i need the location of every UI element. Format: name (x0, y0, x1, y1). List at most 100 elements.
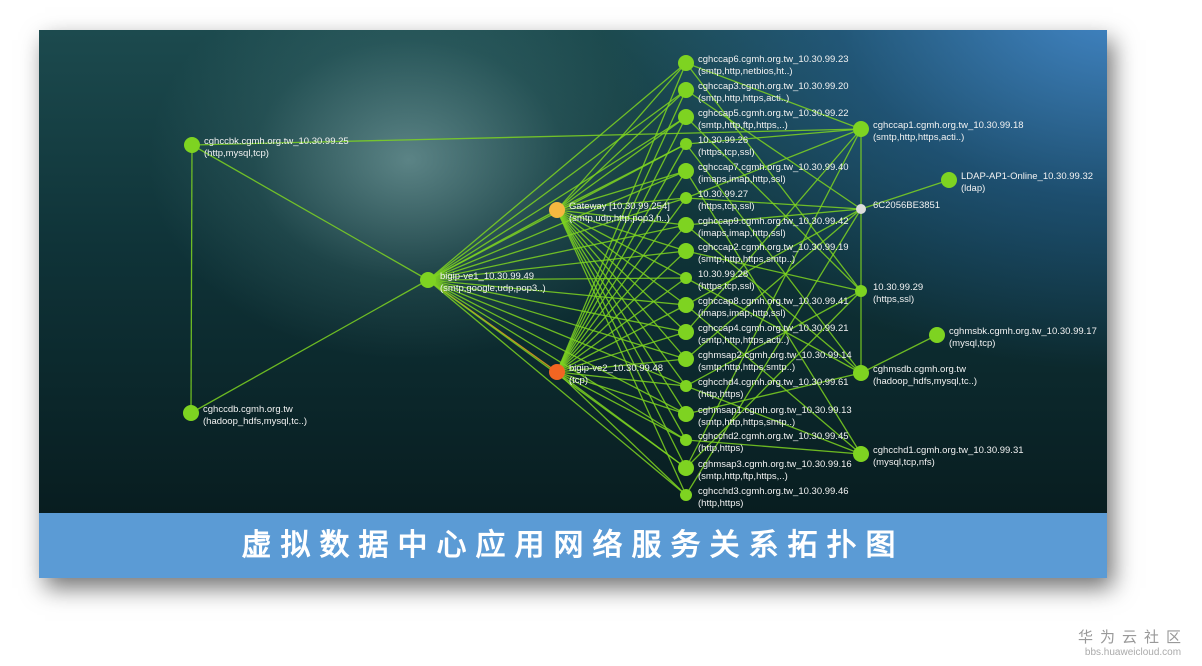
node-cghmsap2[interactable]: cghmsap2.cgmh.org.tw_10.30.99.14(smtp,ht… (678, 350, 852, 373)
node-bigip-ve2[interactable]: bigip-ve2_10.30.99.48(tcp) (549, 363, 663, 386)
node-cghccap6[interactable]: cghccap6.cgmh.org.tw_10.30.99.23(smtp,ht… (678, 54, 849, 77)
node-services: (imaps,imap,http,ssl) (698, 308, 786, 319)
node-cghccdb[interactable]: cghccdb.cgmh.org.tw(hadoop_hdfs,mysql,tc… (183, 404, 307, 427)
node-gateway[interactable]: Gateway [10.30.99.254](smtp,udp,http,pop… (549, 201, 670, 224)
edge-cghccap9-hub (685, 208, 862, 226)
node-circle[interactable] (678, 243, 694, 259)
node-cghccap5[interactable]: cghccap5.cgmh.org.tw_10.30.99.22(smtp,ht… (678, 108, 849, 131)
node-circle[interactable] (184, 137, 200, 153)
edge-bigip-ve2-cghmsap2 (556, 358, 687, 373)
node-circle[interactable] (853, 446, 869, 462)
node-circle[interactable] (856, 204, 866, 214)
node-cghmsap3[interactable]: cghmsap3.cgmh.org.tw_10.30.99.16(smtp,ht… (678, 459, 852, 482)
topology-canvas: cghccbk.cgmh.org.tw_10.30.99.25(http,mys… (39, 30, 1107, 513)
node-cghcchd3[interactable]: cghcchd3.cgmh.org.tw_10.30.99.46(http,ht… (680, 486, 849, 509)
node-cghcchd4[interactable]: cghcchd4.cgmh.org.tw_10.30.99.61(http,ht… (680, 377, 849, 400)
edge-bigip-ve1-cghcchd3 (427, 279, 687, 496)
node-cghccap8[interactable]: cghccap8.cgmh.org.tw_10.30.99.41(imaps,i… (678, 296, 849, 319)
node-ip28[interactable]: 10.30.99.28(https,tcp,ssl) (680, 269, 755, 292)
node-ip26[interactable]: 10.30.99.26(https,tcp,ssl) (680, 135, 755, 158)
node-cghmsap1[interactable]: cghmsap1.cgmh.org.tw_10.30.99.13(smtp,ht… (678, 405, 852, 428)
node-services: (http,mysql,tcp) (204, 148, 269, 159)
node-services: (http,https) (698, 498, 743, 509)
node-ip29[interactable]: 10.30.99.29(https,ssl) (855, 282, 923, 305)
node-circle[interactable] (678, 297, 694, 313)
node-name: cghccdb.cgmh.org.tw (203, 404, 293, 415)
edge-cghccap4-cghccap1 (685, 128, 862, 333)
node-ldap[interactable]: LDAP-AP1-Online_10.30.99.32(ldap) (941, 171, 1093, 194)
node-services: (hadoop_hdfs,mysql,tc..) (873, 376, 977, 387)
node-cghmsdb[interactable]: cghmsdb.cgmh.org.tw(hadoop_hdfs,mysql,tc… (853, 364, 977, 387)
node-services: (https,tcp,ssl) (698, 147, 755, 158)
node-services: (smtp,google,udp,pop3..) (440, 283, 546, 294)
node-name: cghccbk.cgmh.org.tw_10.30.99.25 (204, 136, 349, 147)
edge-cghcchd4-cghcchd1 (685, 385, 862, 455)
node-circle[interactable] (678, 324, 694, 340)
edge-bigip-ve1-cghcchd2 (427, 279, 687, 441)
node-circle[interactable] (678, 351, 694, 367)
edge-cghcchd4-ip29 (685, 290, 862, 387)
node-services: (smtp,udp,http,pop3,h..) (569, 213, 670, 224)
edge-bigip-ve2-ip28 (556, 277, 687, 373)
edge-bigip-ve1-ip28 (427, 277, 687, 281)
node-name: cghccap9.cgmh.org.tw_10.30.99.42 (698, 216, 849, 227)
node-name: 10.30.99.27 (698, 189, 748, 200)
node-circle[interactable] (855, 285, 867, 297)
node-name: 10.30.99.28 (698, 269, 748, 280)
node-services: (mysql,tcp,nfs) (873, 457, 935, 468)
node-cghccap1[interactable]: cghccap1.cgmh.org.tw_10.30.99.18(smtp,ht… (853, 120, 1024, 143)
node-circle[interactable] (680, 489, 692, 501)
node-name: cghcchd4.cgmh.org.tw_10.30.99.61 (698, 377, 849, 388)
node-circle[interactable] (941, 172, 957, 188)
topology-figure: cghccbk.cgmh.org.tw_10.30.99.25(http,mys… (39, 30, 1107, 578)
edge-bigip-ve1-cghccap4 (427, 279, 687, 333)
node-bigip-ve1[interactable]: bigip-ve1_10.30.99.49(smtp,google,udp,po… (420, 271, 546, 294)
node-circle[interactable] (549, 364, 565, 380)
node-circle[interactable] (183, 405, 199, 421)
node-name: cghccap8.cgmh.org.tw_10.30.99.41 (698, 296, 849, 307)
node-name: cghcchd1.cgmh.org.tw_10.30.99.31 (873, 445, 1024, 456)
node-cghccap2[interactable]: cghccap2.cgmh.org.tw_10.30.99.19(smtp,ht… (678, 242, 849, 265)
node-services: (smtp,http,ftp,https,..) (698, 471, 788, 482)
node-circle[interactable] (678, 163, 694, 179)
node-circle[interactable] (678, 109, 694, 125)
node-circle[interactable] (680, 138, 692, 150)
node-hub[interactable]: 6C2056BE3851 (856, 200, 940, 214)
node-cghcchd2[interactable]: cghcchd2.cgmh.org.tw_10.30.99.45(http,ht… (680, 431, 849, 454)
node-circle[interactable] (853, 365, 869, 381)
node-circle[interactable] (680, 192, 692, 204)
node-name: cghmsap1.cgmh.org.tw_10.30.99.13 (698, 405, 852, 416)
node-circle[interactable] (678, 82, 694, 98)
node-circle[interactable] (680, 380, 692, 392)
node-circle[interactable] (929, 327, 945, 343)
edge-cghcchd2-cghcchd1 (685, 439, 862, 455)
node-services: (https,tcp,ssl) (698, 201, 755, 212)
node-services: (smtp,http,https,acti..) (873, 132, 964, 143)
node-cghccap4[interactable]: cghccap4.cgmh.org.tw_10.30.99.21(smtp,ht… (678, 323, 849, 346)
node-circle[interactable] (549, 202, 565, 218)
node-services: (smtp,http,https,smtp..) (698, 417, 795, 428)
node-name: cghmsap2.cgmh.org.tw_10.30.99.14 (698, 350, 852, 361)
edge-cghccap3-hub (685, 89, 862, 210)
node-ip27[interactable]: 10.30.99.27(https,tcp,ssl) (680, 189, 755, 212)
node-cghccap3[interactable]: cghccap3.cgmh.org.tw_10.30.99.20(smtp,ht… (678, 81, 849, 104)
node-circle[interactable] (420, 272, 436, 288)
node-cghccbk[interactable]: cghccbk.cgmh.org.tw_10.30.99.25(http,mys… (184, 136, 349, 159)
node-circle[interactable] (678, 217, 694, 233)
node-services: (smtp,http,https,smtp..) (698, 254, 795, 265)
node-cghccap9[interactable]: cghccap9.cgmh.org.tw_10.30.99.42(imaps,i… (678, 216, 849, 239)
node-name: cghccap4.cgmh.org.tw_10.30.99.21 (698, 323, 849, 334)
node-circle[interactable] (678, 55, 694, 71)
node-cghmsbk[interactable]: cghmsbk.cgmh.org.tw_10.30.99.17(mysql,tc… (929, 326, 1097, 349)
node-circle[interactable] (678, 460, 694, 476)
node-circle[interactable] (680, 272, 692, 284)
node-circle[interactable] (678, 406, 694, 422)
node-name: cghccap2.cgmh.org.tw_10.30.99.19 (698, 242, 849, 253)
node-circle[interactable] (853, 121, 869, 137)
node-circle[interactable] (680, 434, 692, 446)
edge-bigip-ve2-cghcchd3 (556, 371, 687, 496)
node-cghccap7[interactable]: cghccap7.cgmh.org.tw_10.30.99.40(imaps,i… (678, 162, 849, 185)
node-cghcchd1[interactable]: cghcchd1.cgmh.org.tw_10.30.99.31(mysql,t… (853, 445, 1024, 468)
node-name: cghccap3.cgmh.org.tw_10.30.99.20 (698, 81, 849, 92)
edge-cghccap6-ip29 (685, 62, 862, 292)
